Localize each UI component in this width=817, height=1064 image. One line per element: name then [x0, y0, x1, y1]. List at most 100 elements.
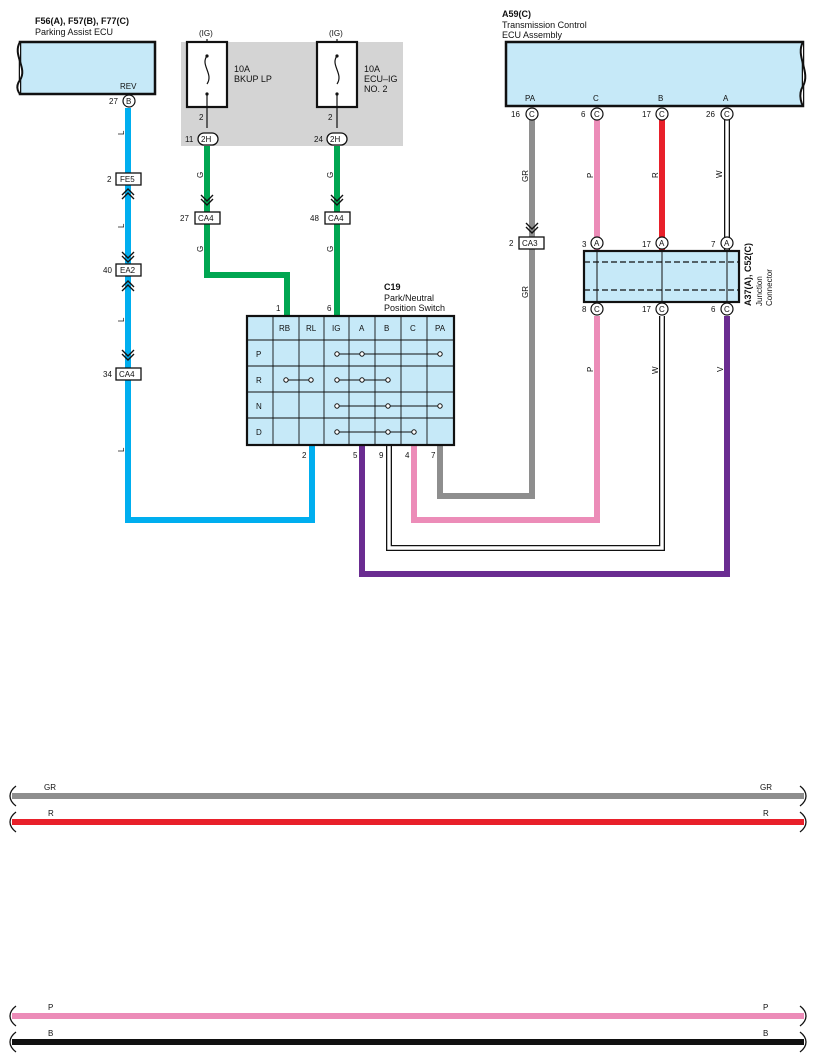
- switch-col-header: C: [410, 324, 416, 333]
- tcm-box: [504, 40, 807, 108]
- bus-label-left: GR: [44, 783, 56, 792]
- wire-pink-p-bottom: [411, 316, 600, 523]
- tcm-pin-num: 17: [642, 110, 651, 119]
- junction-bottom-pin-conn: C: [724, 305, 730, 314]
- ca4-left-connector: [115, 367, 142, 381]
- junction-top-pin-conn: A: [724, 239, 730, 248]
- switch-row-label: D: [256, 428, 262, 437]
- continuity-dot: [334, 351, 340, 357]
- ca4-g2-name: CA4: [328, 214, 344, 223]
- fuse1-pin: 2: [199, 113, 204, 122]
- wire-purple-v: [359, 316, 730, 577]
- tcm-pin-num: 6: [581, 110, 586, 119]
- wire-label-g: G: [326, 172, 335, 178]
- ca4-g2-connector: [324, 211, 351, 225]
- fuse2-source: (IG): [329, 29, 343, 38]
- bus-label-left: P: [48, 1003, 53, 1012]
- junction-bottom-pin-conn: C: [594, 305, 600, 314]
- continuity-dot: [334, 377, 340, 383]
- parking-ecu-pin-name: REV: [120, 82, 137, 91]
- junction-top-pin: [720, 236, 734, 250]
- wire-label-l: L: [117, 447, 126, 452]
- fuse2-junction-pin: 24: [314, 135, 323, 144]
- parking-ecu-subtitle: Parking Assist ECU: [35, 27, 113, 37]
- switch-row-label: N: [256, 402, 262, 411]
- fuse2-junction-name: 2H: [330, 135, 340, 144]
- junction-bottom-pin-num: 17: [642, 305, 651, 314]
- wire-label-g: G: [196, 246, 205, 252]
- switch-col-header: RL: [306, 324, 317, 333]
- continuity-dot: [283, 377, 289, 383]
- junction-bottom-pin-conn: C: [659, 305, 665, 314]
- switch-name1: Park/Neutral: [384, 293, 434, 303]
- fuse1-junction-name: 2H: [201, 135, 211, 144]
- fuse-icon: [204, 55, 210, 85]
- continuity-dot: [437, 351, 443, 357]
- switch-pin-top: 6: [327, 304, 332, 313]
- junction-connector-box: [582, 249, 741, 304]
- junction-title: A37(A), C52(C): [743, 243, 753, 306]
- wire-green-g1: [204, 146, 290, 316]
- ea2-connector: [115, 263, 142, 277]
- tcm-pin-num: 16: [511, 110, 520, 119]
- junction-bottom-pin: [590, 302, 604, 316]
- junction-top-pin: [655, 236, 669, 250]
- switch-pin-bottom: 4: [405, 451, 410, 460]
- ea2-name: EA2: [120, 266, 136, 275]
- switch-pin-bottom: 5: [353, 451, 358, 460]
- fuse1-source: (IG): [199, 29, 213, 38]
- tcm-pin-name-pa: PA: [525, 94, 536, 103]
- switch-pin-bottom: 9: [379, 451, 384, 460]
- junction-bottom-pin: [720, 302, 734, 316]
- fe5-name: FE5: [120, 175, 135, 184]
- continuity-dot: [308, 377, 314, 383]
- fuse2-name2: NO. 2: [364, 84, 388, 94]
- tcm-subtitle2: ECU Assembly: [502, 30, 563, 40]
- parking-pin-connector: [122, 94, 136, 108]
- tcm-pin-num: 26: [706, 110, 715, 119]
- tcm-pin-conn: C: [659, 110, 665, 119]
- tcm-pin-conn: C: [529, 110, 535, 119]
- fuse1-name: BKUP LP: [234, 74, 272, 84]
- tcm-title: A59(C): [502, 9, 531, 19]
- ca3-name: CA3: [522, 239, 538, 248]
- ca4-g1-connector: [194, 211, 221, 225]
- bus-label-right: GR: [760, 783, 772, 792]
- tcm-pin-conn: C: [594, 110, 600, 119]
- switch-col-header: A: [359, 324, 365, 333]
- bus-line-gr: [9, 785, 807, 807]
- bus-line-b: [9, 1031, 807, 1053]
- fuse2-pin: 2: [328, 113, 333, 122]
- wire-label-p: P: [586, 173, 595, 178]
- switch-pin-bottom: 2: [302, 451, 307, 460]
- fuse2-rating: 10A: [364, 64, 380, 74]
- continuity-dot: [411, 429, 417, 435]
- switch-col-header: B: [384, 324, 389, 333]
- junction-name2: Connector: [765, 269, 774, 306]
- bus-label-right: R: [763, 809, 769, 818]
- wire-label-w: W: [715, 170, 724, 178]
- fuse2-junction: [326, 132, 348, 146]
- junction-top-pin-num: 3: [582, 240, 587, 249]
- chevron-down-icon: [330, 194, 344, 206]
- fuse1-junction-pin: 11: [185, 135, 194, 144]
- tcm-pin-name-b: B: [658, 94, 663, 103]
- wire-label-p: P: [586, 367, 595, 372]
- wire-label-g: G: [196, 172, 205, 178]
- switch-name2: Position Switch: [384, 303, 445, 313]
- junction-top-pin-conn: A: [594, 239, 600, 248]
- chevron-up-icon: [121, 280, 135, 292]
- fe5-connector: [115, 172, 142, 186]
- bus-label-right: P: [763, 1003, 768, 1012]
- bus-label-right: B: [763, 1029, 768, 1038]
- wire-label-l: L: [117, 317, 126, 322]
- chevron-down-icon: [525, 222, 539, 234]
- tcm-pin-connector: [590, 107, 604, 121]
- continuity-dot: [359, 377, 365, 383]
- parking-pin-num: 27: [109, 97, 118, 106]
- ca4-left-name: CA4: [119, 370, 135, 379]
- continuity-dot: [385, 377, 391, 383]
- switch-id: C19: [384, 282, 401, 292]
- wire-blue-l: [125, 108, 315, 523]
- fuse1-rating: 10A: [234, 64, 250, 74]
